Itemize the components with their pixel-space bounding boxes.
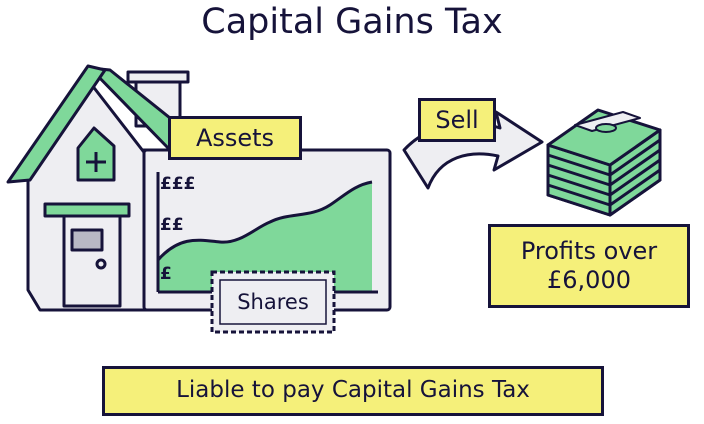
profits-line-1: Profits over — [520, 237, 658, 266]
chart-area — [158, 182, 372, 292]
stamp-icon — [210, 270, 336, 334]
money-stack-icon — [546, 108, 662, 217]
house-icon — [6, 64, 212, 312]
profits-line-2: £6,000 — [547, 266, 631, 294]
tick-label-high: £££ — [160, 174, 196, 194]
tick-label-low: £ — [160, 264, 172, 284]
profits-label: Profits over £6,000 — [488, 224, 690, 308]
page-title: Capital Gains Tax — [201, 2, 503, 42]
growth-chart — [142, 148, 392, 312]
assets-label: Assets — [168, 116, 302, 160]
liable-label: Liable to pay Capital Gains Tax — [102, 366, 604, 416]
sell-label: Sell — [418, 98, 496, 142]
shares-label: Shares — [237, 290, 309, 314]
tick-label-mid: ££ — [160, 215, 184, 235]
chart-line — [156, 180, 373, 261]
